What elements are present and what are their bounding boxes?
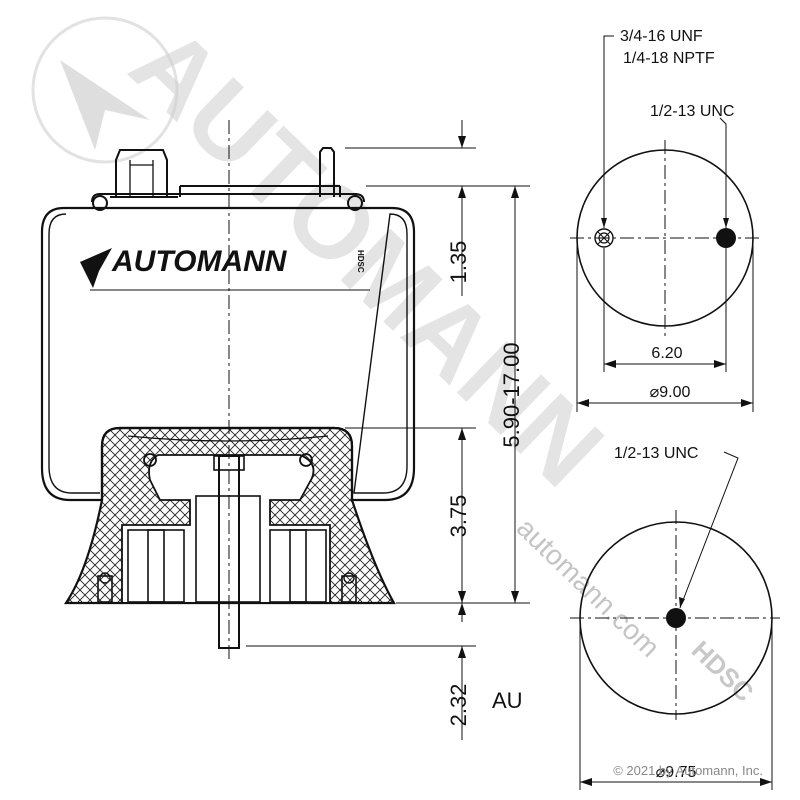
- label-stud-thread-top: 1/2-13 UNC: [650, 103, 734, 120]
- label-port-thread: 3/4-16 UNF: [620, 28, 703, 45]
- watermark-logo-arrow-icon: [60, 60, 150, 150]
- dim-bottom-diameter: ⌀9.75: [656, 764, 697, 781]
- watermark-url: automann.com: [511, 512, 666, 663]
- side-view: AUTOMANN HDSC: [40, 120, 416, 660]
- piston-top-line: [127, 435, 329, 442]
- watermark-logo-circle: [31, 16, 179, 164]
- piston-bead-right: [299, 453, 313, 467]
- side-dimensions: 1.35 5.90-17.00 3.75 2.32 AU: [246, 120, 530, 740]
- dim-top-thickness: 1.35: [446, 241, 471, 284]
- copyright: © 2021 by Automann, Inc.: [613, 763, 763, 778]
- mounting-stud-top: [319, 147, 335, 197]
- bead-roll-right: [347, 195, 363, 211]
- bottom-view: 1/2-13 UNC ⌀9.75: [570, 445, 780, 790]
- piston-cavity: [121, 454, 331, 604]
- dim-height-range: 5.90-17.00: [499, 342, 524, 447]
- dim-stud-length: 2.32: [446, 684, 471, 727]
- piston-bead-left: [143, 453, 157, 467]
- bottom-stud-marker-icon: [666, 608, 686, 628]
- dim-top-diameter: ⌀9.00: [650, 384, 691, 401]
- style-code: AU: [492, 688, 523, 713]
- stud-marker-icon: [716, 228, 736, 248]
- air-fitting: [115, 149, 168, 198]
- port-fitting-icon: [594, 228, 614, 248]
- bellow-inner: [48, 213, 408, 494]
- bead-roll-left: [92, 195, 108, 211]
- dim-piston-height: 3.75: [446, 495, 471, 538]
- logo-arrow-icon: [80, 248, 112, 288]
- label-stud-thread-bottom: 1/2-13 UNC: [614, 445, 698, 462]
- label-pipe-thread: 1/4-18 NPTF: [623, 50, 715, 67]
- top-view: 3/4-16 UNF 1/4-18 NPTF 1/2-13 UNC 6.20 ⌀…: [570, 28, 760, 412]
- watermark-mark: HDSC: [686, 635, 760, 708]
- logo-mark: HDSC: [356, 250, 365, 273]
- automann-logo: AUTOMANN HDSC: [80, 245, 365, 288]
- dim-bolt-spacing: 6.20: [651, 345, 682, 362]
- logo-text: AUTOMANN: [111, 245, 288, 278]
